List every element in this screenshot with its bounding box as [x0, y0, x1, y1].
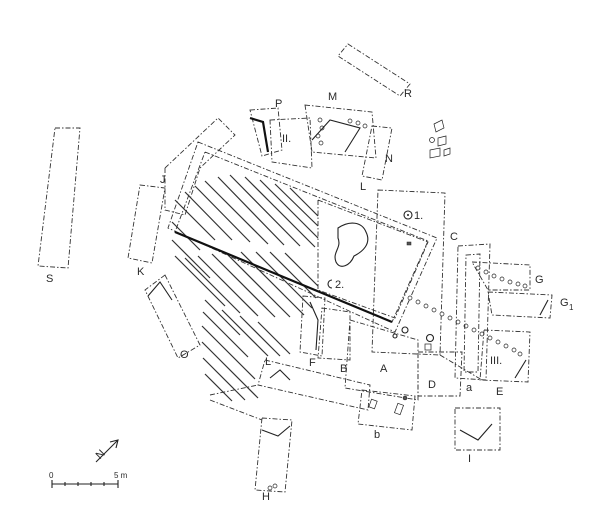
scale-five: 5 m [114, 471, 128, 480]
label-iii: III. [490, 355, 502, 367]
label-b-lower: b [374, 429, 380, 441]
label-e: E [496, 386, 503, 398]
room-iii [479, 329, 531, 383]
room-n [361, 125, 393, 181]
room-b [317, 307, 351, 361]
label-ii: II. [282, 133, 291, 145]
marker-1-label: 1. [414, 210, 423, 222]
scale-bar: 0 5 m [49, 471, 128, 488]
wall-connector-1 [209, 384, 259, 396]
label-b: B [340, 363, 347, 375]
label-j: J [160, 174, 166, 186]
label-r: R [404, 88, 412, 100]
room-h [254, 417, 293, 493]
wall-connector-3 [439, 354, 483, 381]
finds-a [392, 326, 435, 351]
label-a: a [466, 382, 473, 394]
label-s: S [46, 273, 53, 285]
label-g1: G [560, 297, 569, 309]
main-wall [174, 230, 393, 324]
room-l-lower [257, 359, 371, 411]
room-a-inner [463, 253, 481, 373]
label-o: O [180, 349, 189, 361]
room-i [454, 407, 501, 451]
room-r [337, 43, 411, 97]
label-i: I [468, 453, 471, 465]
room-o [144, 274, 201, 359]
room-s [37, 127, 81, 269]
label-g: G [535, 274, 544, 286]
marker-1: 1. [403, 210, 423, 222]
room-f [299, 295, 326, 357]
inner-room [317, 199, 429, 319]
room-a-upper [344, 319, 419, 401]
room-k [127, 184, 166, 264]
room-p [249, 107, 283, 157]
label-k: K [137, 266, 145, 278]
label-m: M [328, 91, 337, 103]
label-f: F [309, 357, 316, 369]
stone-cluster [429, 119, 451, 159]
label-d: D [428, 379, 436, 391]
label-a-upper: A [380, 363, 388, 375]
wall-connector-2 [209, 399, 263, 421]
label-g1-sub: 1 [569, 303, 574, 312]
room-a [454, 243, 491, 381]
stone-wall-g [475, 265, 528, 289]
north-label: N [94, 448, 108, 462]
room-m [304, 104, 377, 159]
marker-2-label: 2. [335, 279, 344, 291]
marker-2: 2. [327, 279, 344, 291]
stone-wall-m [315, 117, 368, 146]
room-c [371, 189, 446, 356]
stones-h [267, 483, 278, 491]
room-j [164, 117, 236, 216]
label-n: N [385, 153, 393, 165]
label-c: C [450, 231, 458, 243]
room-b-lower [357, 389, 416, 431]
room-g1 [487, 291, 553, 319]
label-l-top: L [360, 181, 366, 193]
main-building-outline [167, 141, 438, 333]
room-ii [269, 117, 313, 169]
scale-zero: 0 [49, 471, 54, 480]
north-arrow: N [94, 439, 119, 463]
hatched-area [171, 174, 319, 402]
room-g [471, 261, 531, 291]
label-h: H [262, 491, 270, 503]
label-p: P [275, 98, 282, 110]
main-building-inner [174, 151, 429, 323]
label-l-lower: L [265, 356, 271, 368]
